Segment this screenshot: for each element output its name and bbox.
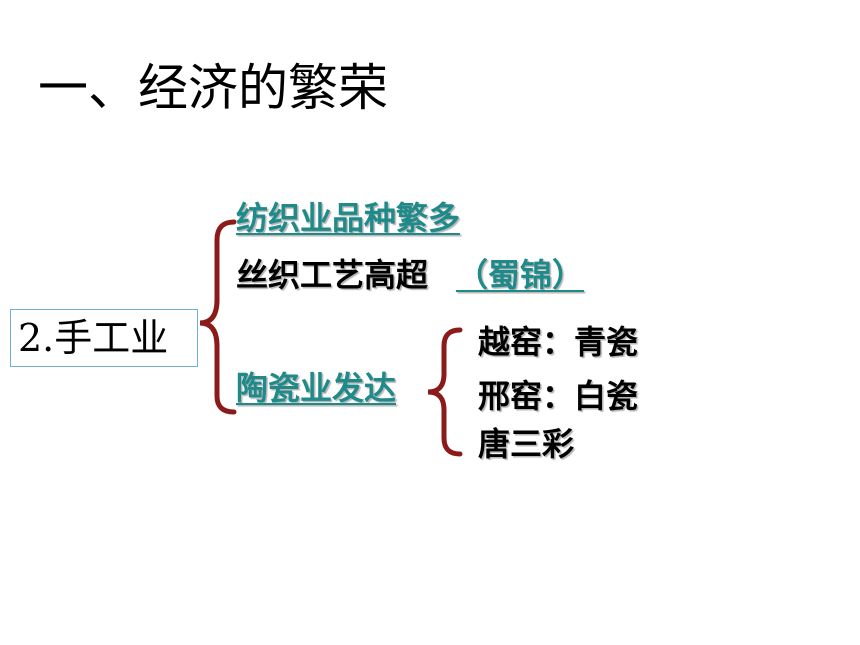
branch-textile-label[interactable]: 纺织业品种繁多 xyxy=(236,199,461,237)
branch-silk-link[interactable]: （蜀锦） xyxy=(456,256,585,294)
slide-title: 一、经济的繁荣 xyxy=(38,59,388,117)
ceramics-item: 越窑：青瓷 xyxy=(478,323,639,361)
main-brace xyxy=(199,219,237,415)
root-box xyxy=(10,309,198,367)
ceramics-item: 邢窑：白瓷 xyxy=(478,377,639,415)
root-label: 2.手工业 xyxy=(18,316,169,360)
ceramics-brace xyxy=(427,327,463,457)
ceramics-item: 唐三彩 xyxy=(478,425,575,463)
branch-ceramics-label[interactable]: 陶瓷业发达 xyxy=(236,369,397,407)
branch-silk-label: 丝织工艺高超 xyxy=(236,256,429,294)
